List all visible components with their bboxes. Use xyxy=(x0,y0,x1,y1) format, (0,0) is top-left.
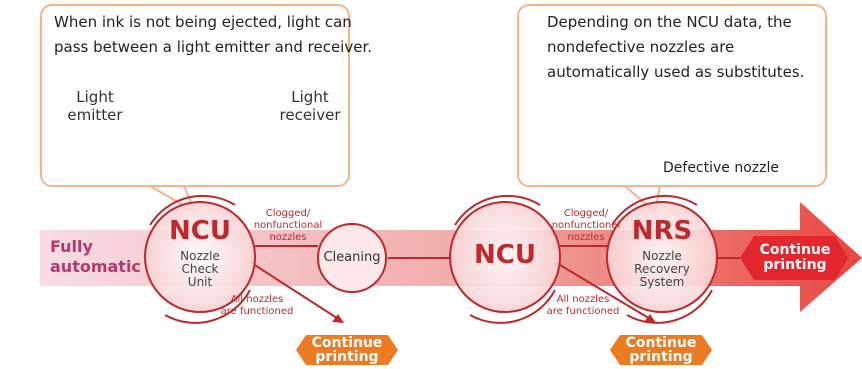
continue1-shape xyxy=(296,335,398,365)
ncu2-ok-arrow-head xyxy=(644,314,656,323)
continue-red-pill-shape xyxy=(740,236,848,280)
nrs-circle xyxy=(606,201,718,313)
right-callout xyxy=(517,4,827,187)
continue2-shape xyxy=(610,335,712,365)
ncu1-title: NCU xyxy=(169,216,231,246)
left-callout-line1: When ink is not being ejected, light can xyxy=(54,13,352,31)
cleaning-label: Cleaning xyxy=(323,250,381,265)
left-callout-line2: pass between a light emitter and receive… xyxy=(54,38,373,56)
cleaning-circle xyxy=(317,223,387,293)
defective-nozzle-label: Defective nozzle xyxy=(663,160,779,176)
print-head-label: Print head xyxy=(163,67,241,82)
left-callout xyxy=(40,4,350,187)
right-callout-line2: nondefective nozzles are xyxy=(547,38,735,56)
ncu2-circle xyxy=(449,201,561,313)
ncu1-ok-arrow-line xyxy=(249,261,341,321)
right-callout-line1: Depending on the NCU data, the xyxy=(547,13,792,31)
nrs-title: NRS xyxy=(631,216,693,246)
ncu2-title: NCU xyxy=(474,240,536,270)
ncu2-ok-arrow-line xyxy=(554,261,653,321)
ncu1-ok-arrow-head xyxy=(332,314,344,323)
right-callout-line3: automatically used as substitutes. xyxy=(547,63,805,81)
ncu1-circle xyxy=(144,201,256,313)
